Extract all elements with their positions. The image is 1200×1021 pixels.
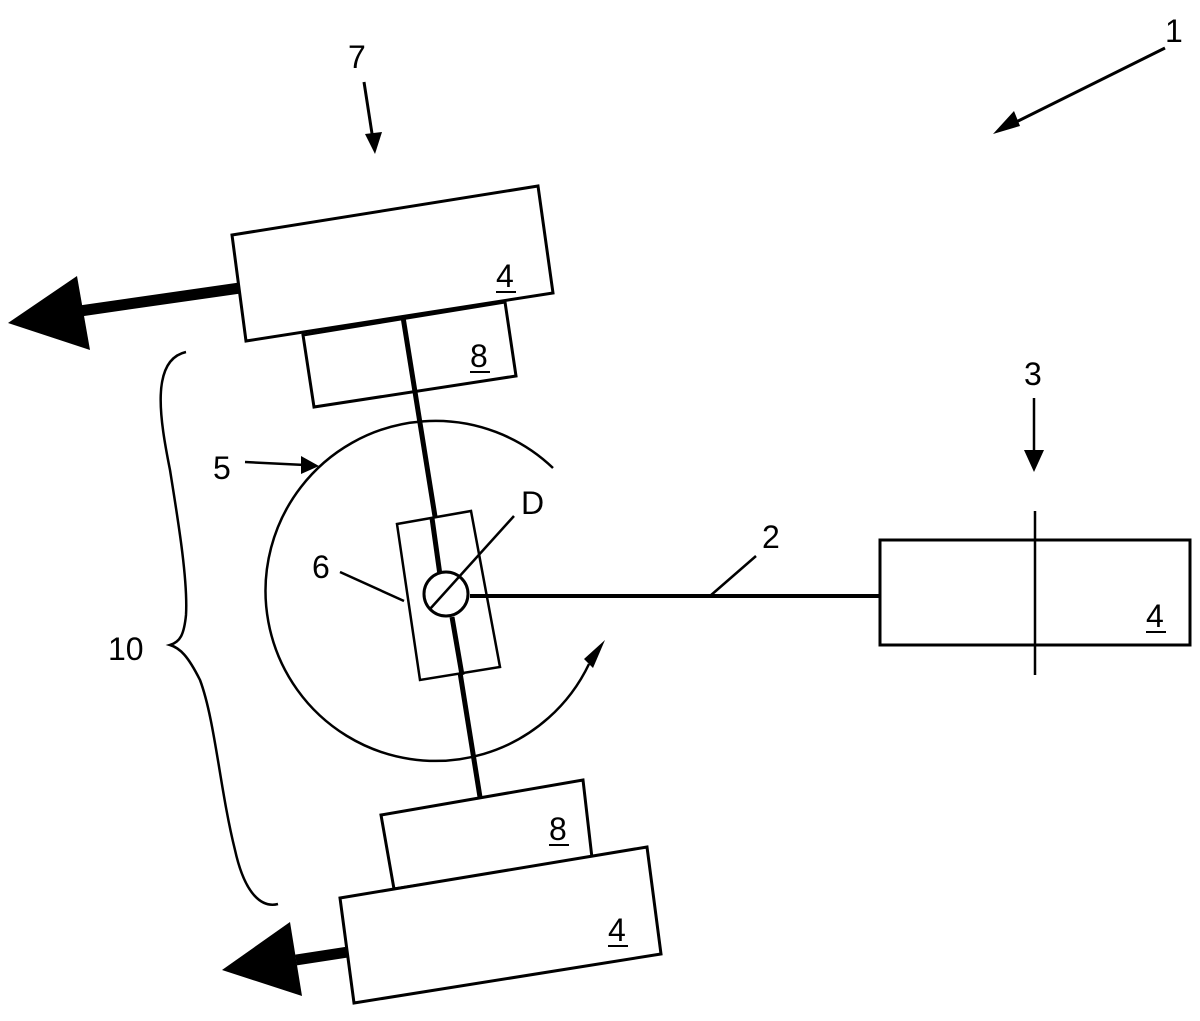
- pivot-leader: [339, 570, 405, 603]
- label-axle-7: 7: [348, 39, 366, 75]
- label-device: 1: [1165, 13, 1183, 49]
- force-arrow-top-head: [8, 276, 90, 350]
- vehicle-arrowhead: [1024, 450, 1044, 472]
- label-bracket: 10: [108, 631, 144, 667]
- label-wheel-right: 4: [1146, 598, 1164, 634]
- rotation-axis-leader: [429, 515, 515, 610]
- label-vehicle: 3: [1024, 356, 1042, 392]
- force-arrow-bottom-head: [222, 922, 302, 996]
- label-wheel-bottom: 4: [608, 912, 626, 948]
- label-rotation-axis: D: [521, 485, 544, 521]
- turntable-rotation-arrowhead: [584, 640, 605, 668]
- device-arrowhead: [993, 111, 1020, 134]
- axle-7-arrow: [362, 81, 375, 141]
- turntable-circle: [264, 419, 591, 763]
- central-axle-inner-top: [429, 517, 443, 576]
- turntable-arrow: [244, 460, 306, 467]
- force-arrow-bottom-shaft: [295, 946, 349, 966]
- label-turntable: 5: [213, 450, 231, 486]
- label-shaft: 2: [762, 519, 780, 555]
- label-pivot: 6: [312, 549, 330, 585]
- wheel-bottom: [338, 845, 663, 1005]
- turntable-arrowhead: [301, 456, 319, 474]
- bracket-10: [159, 350, 279, 906]
- central-axle-inner-bottom: [449, 616, 465, 676]
- force-arrow-top-shaft: [79, 282, 241, 317]
- device-arrow: [999, 46, 1166, 132]
- label-block-top: 8: [470, 338, 488, 374]
- shaft-leader: [709, 555, 757, 597]
- axle-7-arrowhead: [365, 132, 382, 154]
- label-block-bottom: 8: [549, 811, 567, 847]
- label-wheel-top: 4: [496, 258, 514, 294]
- wheel-top: [230, 184, 555, 343]
